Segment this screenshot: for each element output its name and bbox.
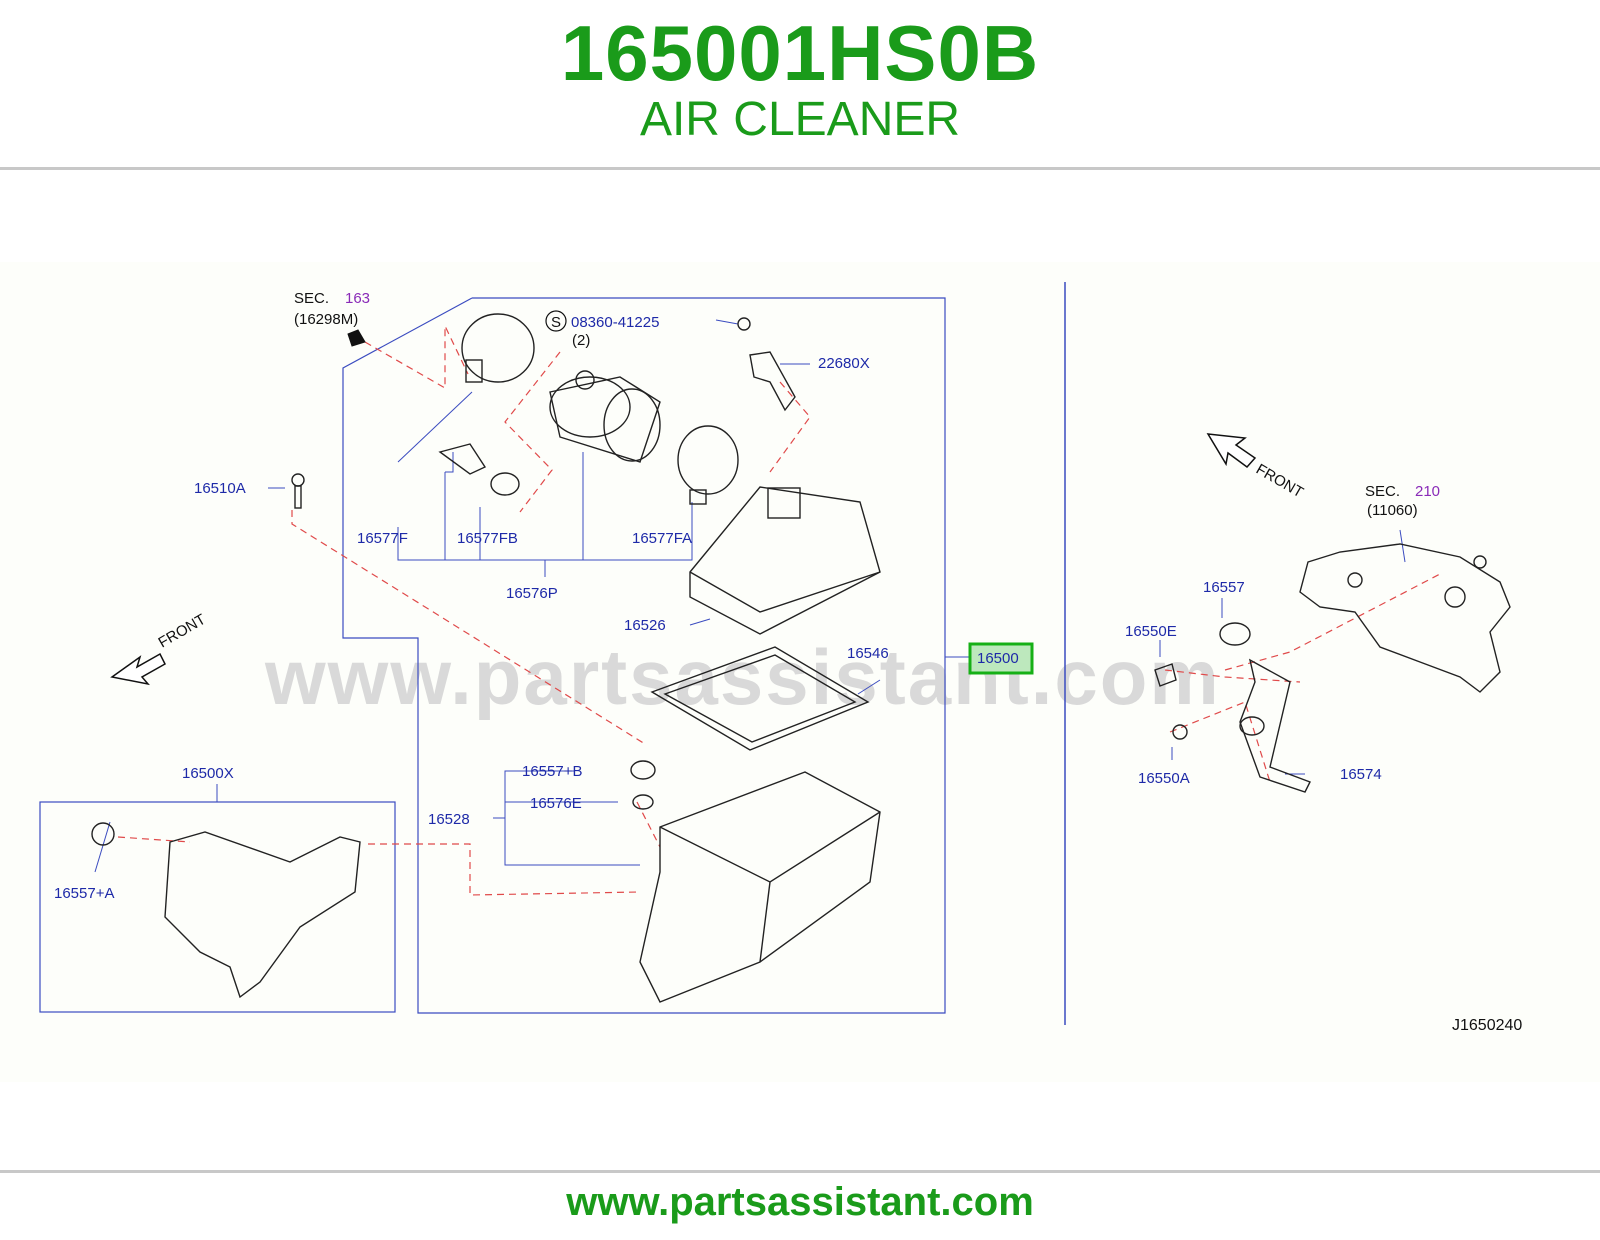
sec163-arrow-icon xyxy=(347,329,366,347)
clamp-screw-icon xyxy=(465,359,483,383)
label-16574[interactable]: 16574 xyxy=(1340,766,1382,783)
footer-divider xyxy=(0,1170,1600,1173)
sec-right-prefix: SEC. xyxy=(1365,483,1400,500)
grommet-16557a-icon xyxy=(91,822,115,846)
collar-16576e-icon xyxy=(632,794,654,810)
screw-symbol-icon xyxy=(545,310,567,332)
clamp-16577f-icon xyxy=(461,313,535,383)
label-16557a-plus[interactable]: 16557+A xyxy=(54,885,114,902)
screw-symbol: S xyxy=(551,314,561,331)
bracket-16576p xyxy=(397,391,693,577)
diagram-id: J1650240 xyxy=(1452,1017,1522,1034)
sensor-22680x-icon xyxy=(749,351,796,412)
label-16577f[interactable]: 16577F xyxy=(357,530,408,547)
front-label-left: FRONT xyxy=(156,611,209,652)
label-16557[interactable]: 16557 xyxy=(1203,579,1245,596)
engine-block-sec210-icon xyxy=(1299,543,1511,693)
label-16557b-plus[interactable]: 16557+B xyxy=(522,763,582,780)
label-16576e[interactable]: 16576E xyxy=(530,795,582,812)
label-16577fa[interactable]: 16577FA xyxy=(632,530,692,547)
bracket-16528 xyxy=(493,770,640,866)
sec-right-number: 210 xyxy=(1415,483,1440,500)
front-label-right: FRONT xyxy=(1253,461,1306,502)
clamp-16577fa-icon xyxy=(677,425,739,495)
label-16510a[interactable]: 16510A xyxy=(194,480,246,497)
part-name-subtitle: AIR CLEANER xyxy=(639,93,961,146)
grommet-16557b-icon xyxy=(630,760,656,780)
duct-inlet-icon xyxy=(549,376,631,438)
label-16546[interactable]: 16546 xyxy=(847,645,889,662)
grommet-16557-icon xyxy=(1219,622,1251,646)
front-arrow-left-icon xyxy=(110,652,166,686)
watermark: www.partsassistant.com xyxy=(264,633,1221,721)
label-16526[interactable]: 16526 xyxy=(624,617,666,634)
front-arrow-right-icon xyxy=(1206,433,1257,469)
dashed-leaders xyxy=(117,325,1441,896)
label-screw-qty: (2) xyxy=(572,332,590,349)
footer-website-link[interactable]: www.partsassistant.com xyxy=(566,1180,1034,1224)
header-divider xyxy=(0,167,1600,170)
part-number-title: 165001HS0B xyxy=(560,9,1040,97)
inlet-duct-box xyxy=(39,801,396,1013)
diagram-canvas: www.partsassistant.com xyxy=(39,282,1522,1034)
sec-left-prefix: SEC. xyxy=(294,290,329,307)
bolt-16550a-icon xyxy=(1172,724,1188,740)
clip-16550e-icon xyxy=(1154,663,1177,687)
bolt-16510a-icon xyxy=(291,473,305,487)
short-leaders xyxy=(94,319,1406,873)
label-16576p[interactable]: 16576P xyxy=(506,585,558,602)
label-16500[interactable]: 16500 xyxy=(977,650,1019,667)
hose-16577fb-icon xyxy=(438,443,487,475)
upper-cover-16526-icon xyxy=(689,486,881,635)
label-screw-number[interactable]: 08360-41225 xyxy=(571,314,659,331)
page-header: 165001HS0B AIR CLEANER xyxy=(0,0,1600,168)
label-16577fb[interactable]: 16577FB xyxy=(457,530,518,547)
label-16550e[interactable]: 16550E xyxy=(1125,623,1177,640)
lower-case-16528-icon xyxy=(639,771,881,1003)
inlet-duct-16500x-icon xyxy=(164,831,361,999)
highlight-box-16500[interactable] xyxy=(968,642,1034,675)
label-16550a[interactable]: 16550A xyxy=(1138,770,1190,787)
label-16500x[interactable]: 16500X xyxy=(182,765,234,782)
part-drawings xyxy=(91,313,1511,1003)
main-assembly-outline xyxy=(342,297,946,1014)
sec-right-ref: (11060) xyxy=(1367,502,1418,519)
label-16528[interactable]: 16528 xyxy=(428,811,470,828)
label-22680x[interactable]: 22680X xyxy=(818,355,870,372)
parts-diagram: www.partsassistant.com xyxy=(0,262,1600,1082)
sec-left-ref: (16298M) xyxy=(294,311,358,328)
sec-left-number: 163 xyxy=(345,290,370,307)
bracket-16574-icon xyxy=(1239,658,1311,793)
filter-16546-icon xyxy=(650,646,870,751)
